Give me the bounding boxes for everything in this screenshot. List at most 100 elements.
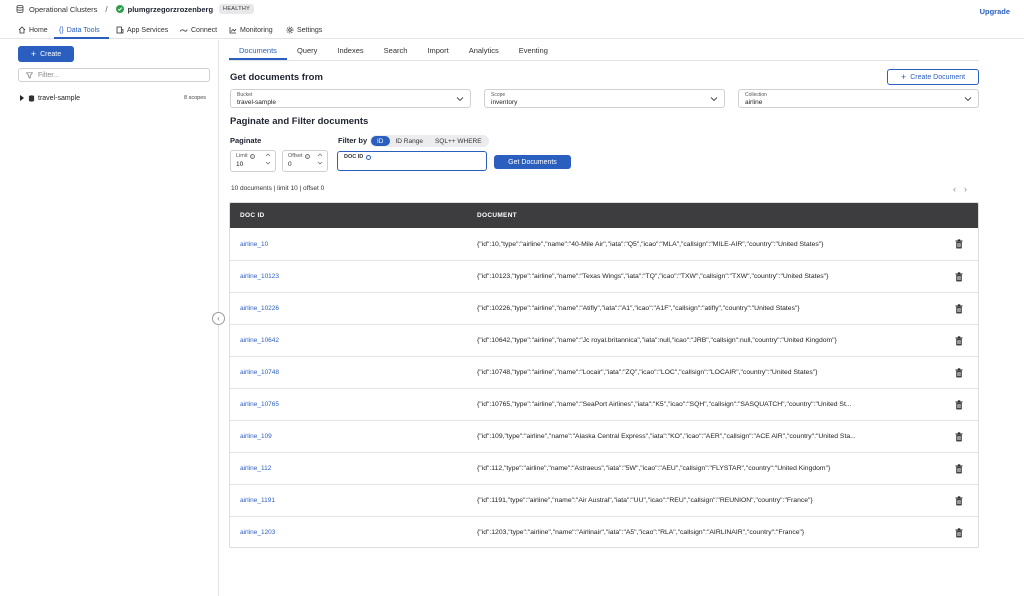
filter-mode-toggle: ID ID Range SQL++ WHERE <box>370 135 489 147</box>
chevron-down-icon <box>456 97 464 102</box>
trash-icon[interactable] <box>955 336 963 346</box>
doc-id-link[interactable]: airline_10 <box>240 240 269 248</box>
tab-eventing[interactable]: Eventing <box>518 45 548 55</box>
table-row[interactable]: airline_10642 {"id":10642,"type":"airline… <box>230 324 978 356</box>
trash-icon[interactable] <box>955 272 963 282</box>
stepper-arrows[interactable] <box>265 153 271 165</box>
collection-label: Collection <box>745 92 767 98</box>
document-preview[interactable]: {"id":1191,"type":"airline","name":"Air … <box>477 497 813 504</box>
tab-search[interactable]: Search <box>383 45 408 55</box>
get-documents-title: Get documents from <box>230 72 323 83</box>
table-row[interactable]: airline_1203 {"id":1203,"type":"airline",… <box>230 516 978 547</box>
document-preview[interactable]: {"id":10226,"type":"airline","name":"Ati… <box>477 305 800 312</box>
trash-icon[interactable] <box>955 528 963 538</box>
doc-id-link[interactable]: airline_1203 <box>240 529 276 536</box>
column-header-document: DOCUMENT <box>477 212 517 219</box>
document-preview[interactable]: {"id":10123,"type":"airline","name":"Tex… <box>477 273 829 280</box>
doc-id-link[interactable]: airline_10642 <box>240 337 280 344</box>
collection-select[interactable]: Collection airline <box>738 89 979 108</box>
trash-icon[interactable] <box>955 464 963 474</box>
table-row[interactable]: airline_10748 {"id":10748,"type":"airline… <box>230 356 978 388</box>
doc-id-link[interactable]: airline_10748 <box>240 369 280 376</box>
status-badge: HEALTHY <box>219 4 255 14</box>
trash-icon[interactable] <box>955 304 963 314</box>
filter-option-id[interactable]: ID <box>371 136 390 146</box>
bucket-select[interactable]: Bucket travel-sample <box>230 89 471 108</box>
scope-select[interactable]: Scope inventory <box>484 89 725 108</box>
nav-settings[interactable]: Settings <box>286 23 322 37</box>
nav-home[interactable]: Home <box>18 23 48 37</box>
doc-id-input[interactable] <box>344 162 474 169</box>
cluster-name[interactable]: plumgrzegorzrozenberg <box>127 4 214 14</box>
filter-option-sql-where[interactable]: SQL++ WHERE <box>434 137 482 145</box>
get-documents-button[interactable]: Get Documents <box>494 155 571 169</box>
nav-connect[interactable]: Connect <box>179 23 217 37</box>
chevron-down-icon <box>710 97 718 102</box>
document-preview[interactable]: {"id":10,"type":"airline","name":"40-Mil… <box>477 240 824 248</box>
paginate-label: Paginate <box>230 136 262 145</box>
tree-item-travel-sample[interactable]: travel-sample 8 scopes <box>20 92 208 104</box>
chevron-down-icon[interactable] <box>265 161 271 165</box>
collapse-sidebar-button[interactable]: ‹ <box>212 312 225 325</box>
doc-id-link[interactable]: airline_112 <box>240 465 272 472</box>
document-preview[interactable]: {"id":10642,"type":"airline","name":"Jc … <box>477 337 837 344</box>
document-preview[interactable]: {"id":112,"type":"airline","name":"Astra… <box>477 465 831 472</box>
upgrade-link[interactable]: Upgrade <box>979 7 1010 16</box>
doc-id-link[interactable]: airline_10123 <box>240 273 280 280</box>
tab-indexes[interactable]: Indexes <box>337 45 364 55</box>
tab-documents[interactable]: Documents <box>229 40 287 60</box>
doc-id-link[interactable]: airline_10226 <box>240 305 280 312</box>
chevron-right-icon[interactable]: › <box>964 184 967 194</box>
pager: ‹ › <box>953 184 967 194</box>
nav-app-services[interactable]: App Services <box>116 23 168 37</box>
chevron-up-icon[interactable] <box>265 153 271 157</box>
trash-icon[interactable] <box>955 432 963 442</box>
trash-icon[interactable] <box>955 368 963 378</box>
chevron-down-icon[interactable] <box>317 161 323 165</box>
tree-item-label: travel-sample <box>38 94 81 102</box>
top-bar: Operational Clusters / plumgrzegorzrozen… <box>0 0 1024 18</box>
tab-query[interactable]: Query <box>296 45 318 55</box>
tab-import[interactable]: Import <box>427 45 449 55</box>
stepper-arrows[interactable] <box>317 153 323 165</box>
document-preview[interactable]: {"id":109,"type":"airline","name":"Alask… <box>477 433 856 440</box>
chevron-left-icon[interactable]: ‹ <box>953 184 956 194</box>
database-icon <box>16 5 24 13</box>
table-row[interactable]: airline_109 {"id":109,"type":"airline","n… <box>230 420 978 452</box>
doc-id-field[interactable]: DOC ID <box>337 151 487 171</box>
breadcrumb-separator: / <box>105 4 108 14</box>
nav-data-tools[interactable]: {} Data Tools <box>59 23 100 37</box>
create-document-button[interactable]: + Create Document <box>887 69 979 85</box>
doc-id-link[interactable]: airline_10765 <box>240 401 280 408</box>
trash-icon[interactable] <box>955 239 963 249</box>
nav-monitoring[interactable]: Monitoring <box>229 23 273 37</box>
document-preview[interactable]: {"id":10765,"type":"airline","name":"Sea… <box>477 401 852 408</box>
document-preview[interactable]: {"id":10748,"type":"airline","name":"Loc… <box>477 369 818 376</box>
table-row[interactable]: airline_10226 {"id":10226,"type":"airline… <box>230 292 978 324</box>
document-preview[interactable]: {"id":1203,"type":"airline","name":"Airl… <box>477 529 805 536</box>
trash-icon[interactable] <box>955 496 963 506</box>
nav-home-label: Home <box>29 26 48 34</box>
doc-id-link[interactable]: airline_109 <box>240 433 272 440</box>
breadcrumb-root[interactable]: Operational Clusters <box>29 4 98 14</box>
create-button[interactable]: + Create <box>18 46 74 62</box>
scope-label: Scope <box>491 92 506 98</box>
tab-analytics[interactable]: Analytics <box>468 45 499 55</box>
table-row[interactable]: airline_10765 {"id":10765,"type":"airline… <box>230 388 978 420</box>
results-summary: 10 documents | limit 10 | offset 0 <box>231 185 325 192</box>
home-icon <box>18 26 26 34</box>
table-row[interactable]: airline_10 {"id":10,"type":"airline","nam… <box>230 228 978 260</box>
table-row[interactable]: airline_1191 {"id":1191,"type":"airline",… <box>230 484 978 516</box>
caret-right-icon[interactable] <box>20 95 24 101</box>
chevron-up-icon[interactable] <box>317 153 323 157</box>
filter-option-id-range[interactable]: ID Range <box>395 137 423 145</box>
app-services-icon <box>116 26 124 34</box>
doc-id-link[interactable]: airline_1191 <box>240 497 275 504</box>
trash-icon[interactable] <box>955 400 963 410</box>
table-row[interactable]: airline_10123 {"id":10123,"type":"airline… <box>230 260 978 292</box>
filter-input[interactable]: Filter... <box>18 68 210 82</box>
table-row[interactable]: airline_112 {"id":112,"type":"airline","n… <box>230 452 978 484</box>
